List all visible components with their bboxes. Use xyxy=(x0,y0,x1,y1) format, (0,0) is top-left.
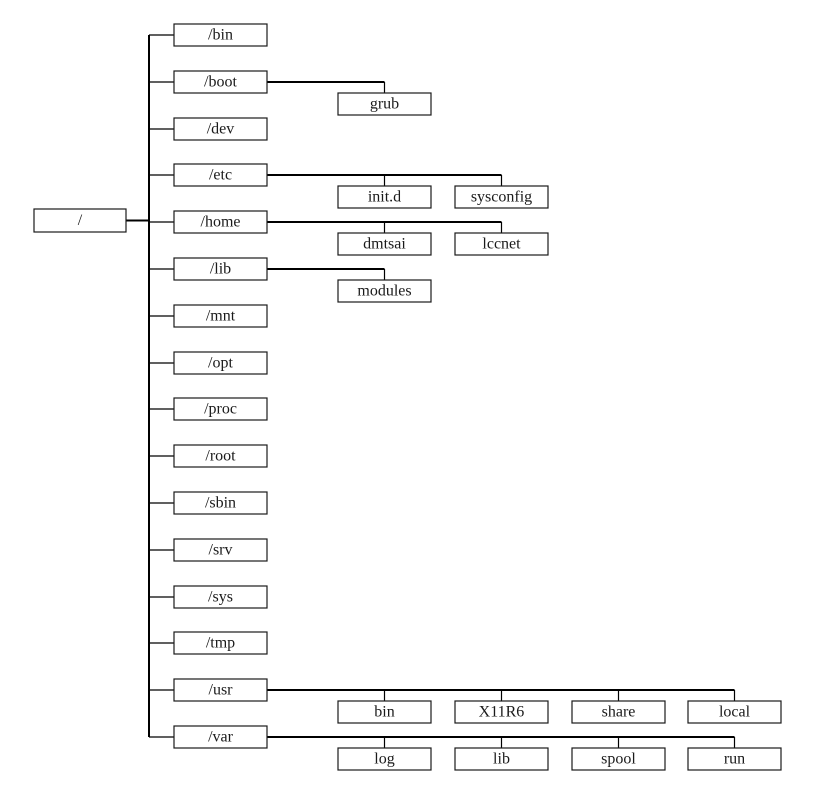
subdir-node-boot-grub-box xyxy=(337,92,432,116)
dir-node-dev-label: /dev xyxy=(207,121,235,138)
dir-node-lib: /lib xyxy=(173,257,268,281)
subdir-node-etc-init-d-box xyxy=(337,185,432,209)
subdir-node-lib-modules-label: modules xyxy=(357,283,411,300)
dir-node-usr-box xyxy=(173,678,268,702)
dir-node-var: /var xyxy=(173,725,268,749)
dir-node-mnt-label: /mnt xyxy=(206,308,236,325)
subdir-node-var-run: run xyxy=(687,747,782,771)
subdir-node-usr-x11r6-box xyxy=(454,700,549,724)
subdir-node-etc-init-d-label: init.d xyxy=(368,189,401,206)
subdir-node-var-spool: spool xyxy=(571,747,666,771)
dir-node-etc-box xyxy=(173,163,268,187)
dir-node-usr-label: /usr xyxy=(209,682,234,699)
dir-node-sbin-box xyxy=(173,491,268,515)
dir-node-mnt-box xyxy=(173,304,268,328)
subdir-node-lib-modules-box xyxy=(337,279,432,303)
dir-node-etc-label: /etc xyxy=(209,167,232,184)
dir-node-home: /home xyxy=(173,210,268,234)
dir-node-home-box xyxy=(173,210,268,234)
subdir-node-etc-sysconfig-label: sysconfig xyxy=(471,189,532,206)
dir-node-tmp-box xyxy=(173,631,268,655)
subdir-node-etc-init-d: init.d xyxy=(337,185,432,209)
dir-node-srv-box xyxy=(173,538,268,562)
subdir-node-home-lccnet-label: lccnet xyxy=(482,236,521,253)
subdir-node-home-dmtsai-label: dmtsai xyxy=(363,236,406,253)
dir-node-opt-box xyxy=(173,351,268,375)
dir-node-lib-box xyxy=(173,257,268,281)
subdir-node-usr-share: share xyxy=(571,700,666,724)
subdir-node-var-log: log xyxy=(337,747,432,771)
subdir-node-usr-local: local xyxy=(687,700,782,724)
subdir-node-var-log-label: log xyxy=(374,751,394,768)
dir-node-usr: /usr xyxy=(173,678,268,702)
dir-node-proc-box xyxy=(173,397,268,421)
subdir-node-var-log-box xyxy=(337,747,432,771)
subdir-node-home-dmtsai: dmtsai xyxy=(337,232,432,256)
dir-node-var-box xyxy=(173,725,268,749)
dir-node-tmp: /tmp xyxy=(173,631,268,655)
subdir-node-boot-grub: grub xyxy=(337,92,432,116)
dir-node-opt: /opt xyxy=(173,351,268,375)
dir-node-sys-label: /sys xyxy=(208,589,233,606)
dir-node-dev-box xyxy=(173,117,268,141)
dir-node-dev: /dev xyxy=(173,117,268,141)
dir-node-opt-label: /opt xyxy=(208,355,233,372)
subdir-node-var-spool-box xyxy=(571,747,666,771)
dir-node-bin: /bin xyxy=(173,23,268,47)
subdir-node-var-run-label: run xyxy=(724,751,745,768)
dir-node-bin-label: /bin xyxy=(208,27,233,44)
tree-connectors xyxy=(126,34,736,748)
subdir-node-usr-share-label: share xyxy=(602,704,636,721)
dir-node-sys: /sys xyxy=(173,585,268,609)
dir-node-srv: /srv xyxy=(173,538,268,562)
dir-node-root: /root xyxy=(173,444,268,468)
subdir-node-etc-sysconfig: sysconfig xyxy=(454,185,549,209)
dir-node-proc: /proc xyxy=(173,397,268,421)
dir-node-sys-box xyxy=(173,585,268,609)
subdir-node-var-lib: lib xyxy=(454,747,549,771)
subdir-node-var-run-box xyxy=(687,747,782,771)
dir-node-boot: /boot xyxy=(173,70,268,94)
root-directory-node: / xyxy=(33,208,127,233)
dir-node-home-label: /home xyxy=(201,214,241,231)
subdir-node-etc-sysconfig-box xyxy=(454,185,549,209)
dir-node-bin-box xyxy=(173,23,268,47)
subdir-node-usr-x11r6-label: X11R6 xyxy=(479,704,525,721)
subdir-node-usr-bin-box xyxy=(337,700,432,724)
dir-node-mnt: /mnt xyxy=(173,304,268,328)
subdir-node-home-lccnet-box xyxy=(454,232,549,256)
dir-node-boot-box xyxy=(173,70,268,94)
subdir-node-usr-local-label: local xyxy=(719,704,751,721)
dir-node-sbin-label: /sbin xyxy=(205,495,236,512)
tree-nodes: / /bin/boot grub/dev/etc init.d sysconfig/ho… xyxy=(33,23,782,771)
root-directory-node-label: / xyxy=(78,212,83,229)
subdir-node-home-dmtsai-box xyxy=(337,232,432,256)
subdir-node-usr-x11r6: X11R6 xyxy=(454,700,549,724)
dir-node-etc: /etc xyxy=(173,163,268,187)
subdir-node-usr-bin: bin xyxy=(337,700,432,724)
subdir-node-var-spool-label: spool xyxy=(601,751,636,768)
subdir-node-usr-share-box xyxy=(571,700,666,724)
dir-node-lib-label: /lib xyxy=(210,261,231,278)
dir-node-sbin: /sbin xyxy=(173,491,268,515)
root-directory-node-box xyxy=(33,208,127,233)
dir-node-root-label: /root xyxy=(205,448,236,465)
dir-node-boot-label: /boot xyxy=(204,74,237,91)
dir-node-tmp-label: /tmp xyxy=(206,635,235,652)
subdir-node-home-lccnet: lccnet xyxy=(454,232,549,256)
subdir-node-boot-grub-label: grub xyxy=(370,96,399,113)
subdir-node-var-lib-box xyxy=(454,747,549,771)
subdir-node-usr-local-box xyxy=(687,700,782,724)
dir-node-srv-label: /srv xyxy=(209,542,233,559)
dir-node-var-label: /var xyxy=(208,729,234,746)
subdir-node-usr-bin-label: bin xyxy=(374,704,394,721)
dir-node-proc-label: /proc xyxy=(204,401,237,418)
dir-node-root-box xyxy=(173,444,268,468)
subdir-node-var-lib-label: lib xyxy=(493,751,510,768)
subdir-node-lib-modules: modules xyxy=(337,279,432,303)
